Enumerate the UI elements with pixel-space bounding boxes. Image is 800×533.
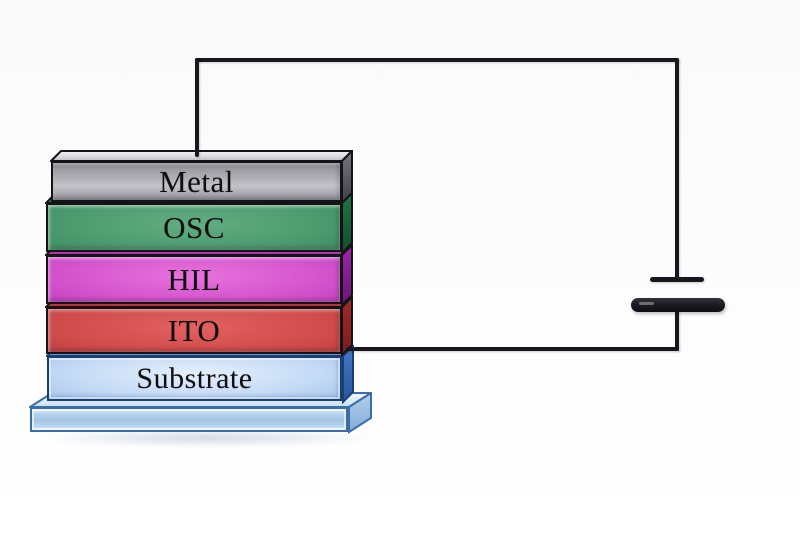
osc-front-face: OSC — [46, 203, 342, 252]
metal-front-face: Metal — [51, 161, 342, 202]
battery-negative-plate — [650, 277, 704, 282]
base-plate-side-face — [348, 392, 372, 434]
ito-label: ITO — [167, 313, 221, 348]
base-plate-shadow — [32, 430, 382, 446]
wire-right-vertical-to-battery — [675, 58, 679, 279]
battery-plate-highlight — [639, 302, 654, 305]
battery-positive-plate — [631, 298, 725, 312]
wire-battery-to-bottom — [675, 310, 679, 351]
metal-side-face — [341, 150, 353, 205]
metal-top-face — [50, 150, 353, 162]
ito-front-face: ITO — [46, 307, 342, 354]
wire-left-vertical-to-metal — [195, 58, 199, 157]
substrate-label: Substrate — [136, 361, 253, 395]
ito-side-face — [341, 296, 353, 357]
layer-ito: ITO — [45, 296, 353, 357]
layer-metal: Metal — [50, 150, 353, 205]
base-plate-front-face — [30, 407, 348, 432]
hil-label: HIL — [167, 262, 221, 297]
wire-top-horizontal — [195, 58, 679, 62]
hil-side-face — [341, 244, 353, 307]
metal-label: Metal — [159, 164, 234, 199]
hil-front-face: HIL — [46, 255, 342, 304]
wire-bottom-horizontal-to-ito — [346, 347, 679, 351]
osc-label: OSC — [163, 210, 225, 245]
substrate-front-face: Substrate — [47, 356, 342, 401]
